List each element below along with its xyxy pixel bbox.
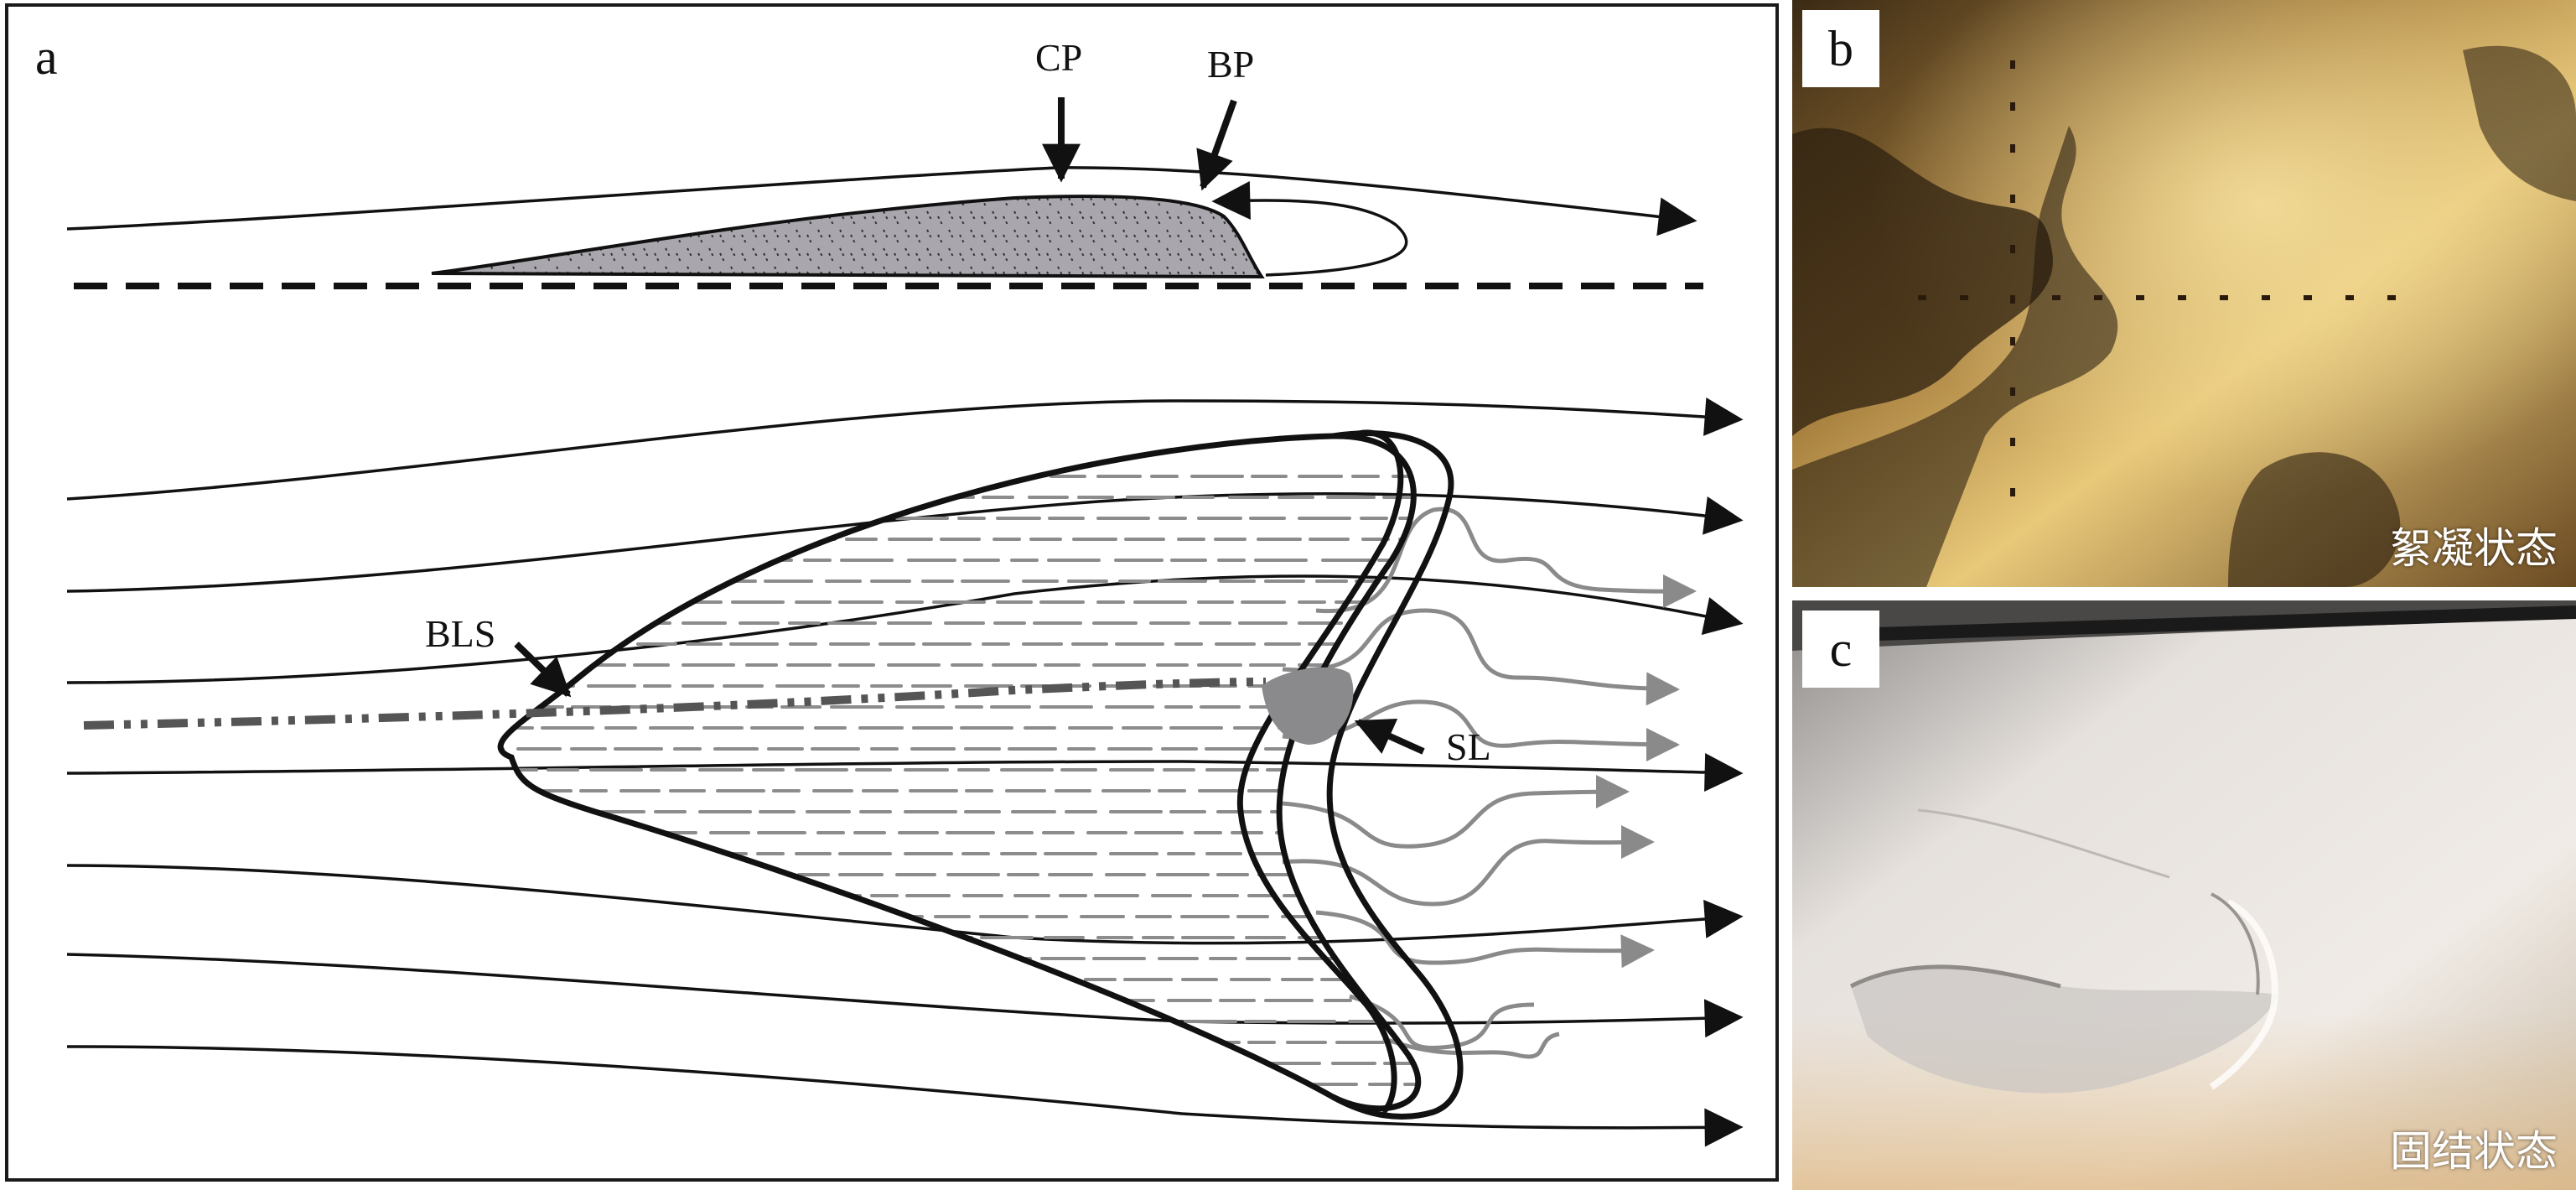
label-bls: BLS	[425, 612, 495, 655]
bls-line	[83, 678, 1267, 730]
panel-letter-b: b	[1802, 10, 1879, 87]
panel-a-diagram: a CP BP	[5, 3, 1779, 1182]
panel-c-photo: c 固结状态	[1792, 600, 2576, 1190]
sl-arrow	[1354, 718, 1425, 755]
caption-consolidated: 固结状态	[2390, 1127, 2558, 1176]
ruler-marks	[1918, 60, 2396, 496]
bedform-texture	[500, 475, 1418, 1086]
sl-blob	[1262, 667, 1354, 745]
crest-outline	[1326, 430, 1464, 1120]
crest-inner-outline	[1236, 429, 1404, 1115]
label-cp: CP	[1035, 36, 1082, 79]
panel-letter-a: a	[35, 29, 58, 85]
flocculated-bedform-photo	[1792, 0, 2576, 587]
streamline-upper	[66, 166, 1697, 236]
consolidated-bedform-photo	[1792, 600, 2576, 1190]
label-sl: SL	[1446, 725, 1491, 768]
bls-arrow	[514, 642, 572, 698]
recirculation-eddy	[1211, 180, 1408, 277]
bedform-profile	[431, 195, 1265, 279]
panel-b-photo: b 絮凝状态	[1792, 0, 2576, 587]
bp-arrow	[1196, 99, 1237, 191]
panel-letter-c: c	[1802, 611, 1879, 688]
streamlines-plan	[66, 398, 1744, 1147]
bedform-flow-diagram: a CP BP	[35, 29, 1744, 1147]
caption-flocculated: 絮凝状态	[2390, 524, 2558, 573]
label-bp: BP	[1207, 43, 1254, 86]
bedform-outline	[497, 433, 1422, 1112]
